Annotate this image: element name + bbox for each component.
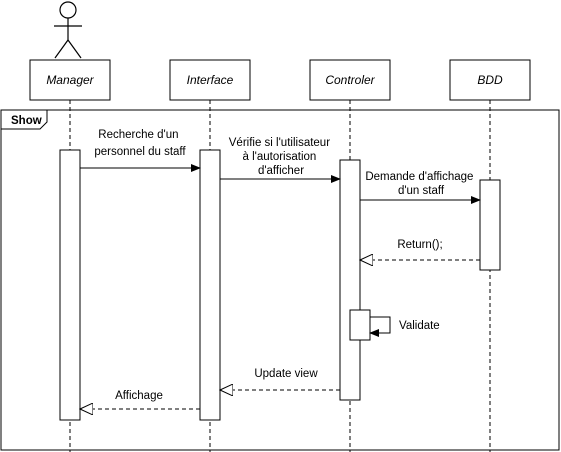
- participant-label: Controler: [325, 73, 375, 87]
- message-label-validate: Validate: [399, 320, 440, 332]
- participant-manager: Manager: [29, 59, 111, 101]
- activation-bdd: [479, 179, 501, 271]
- message-label-affichage: Affichage: [115, 390, 163, 402]
- activation-manager: [59, 149, 81, 421]
- message-label-demande: Demande d'affichage d'un staff: [365, 171, 476, 197]
- participant-label: Manager: [46, 73, 94, 87]
- participant-bdd: BDD: [449, 59, 531, 101]
- participant-label: Interface: [187, 73, 234, 87]
- participant-label: BDD: [477, 73, 503, 87]
- message-arrow-validate: [369, 316, 391, 337]
- activation-controler-self: [349, 309, 371, 341]
- frame-label: Show: [11, 115, 42, 127]
- message-label-verifie: Vérifie si l'utilisateur à l'autorisatio…: [229, 137, 333, 177]
- message-label-return: Return();: [397, 239, 442, 251]
- activation-interface: [199, 149, 221, 421]
- message-label-recherche: Recherche d'un personnel du staff: [94, 129, 186, 158]
- actor-icon: [54, 1, 82, 59]
- activation-controler: [339, 159, 361, 401]
- participant-controler: Controler: [309, 59, 391, 101]
- combined-fragment-frame: Show: [0, 109, 560, 451]
- message-label-update-view: Update view: [254, 368, 318, 380]
- participant-interface: Interface: [169, 59, 251, 101]
